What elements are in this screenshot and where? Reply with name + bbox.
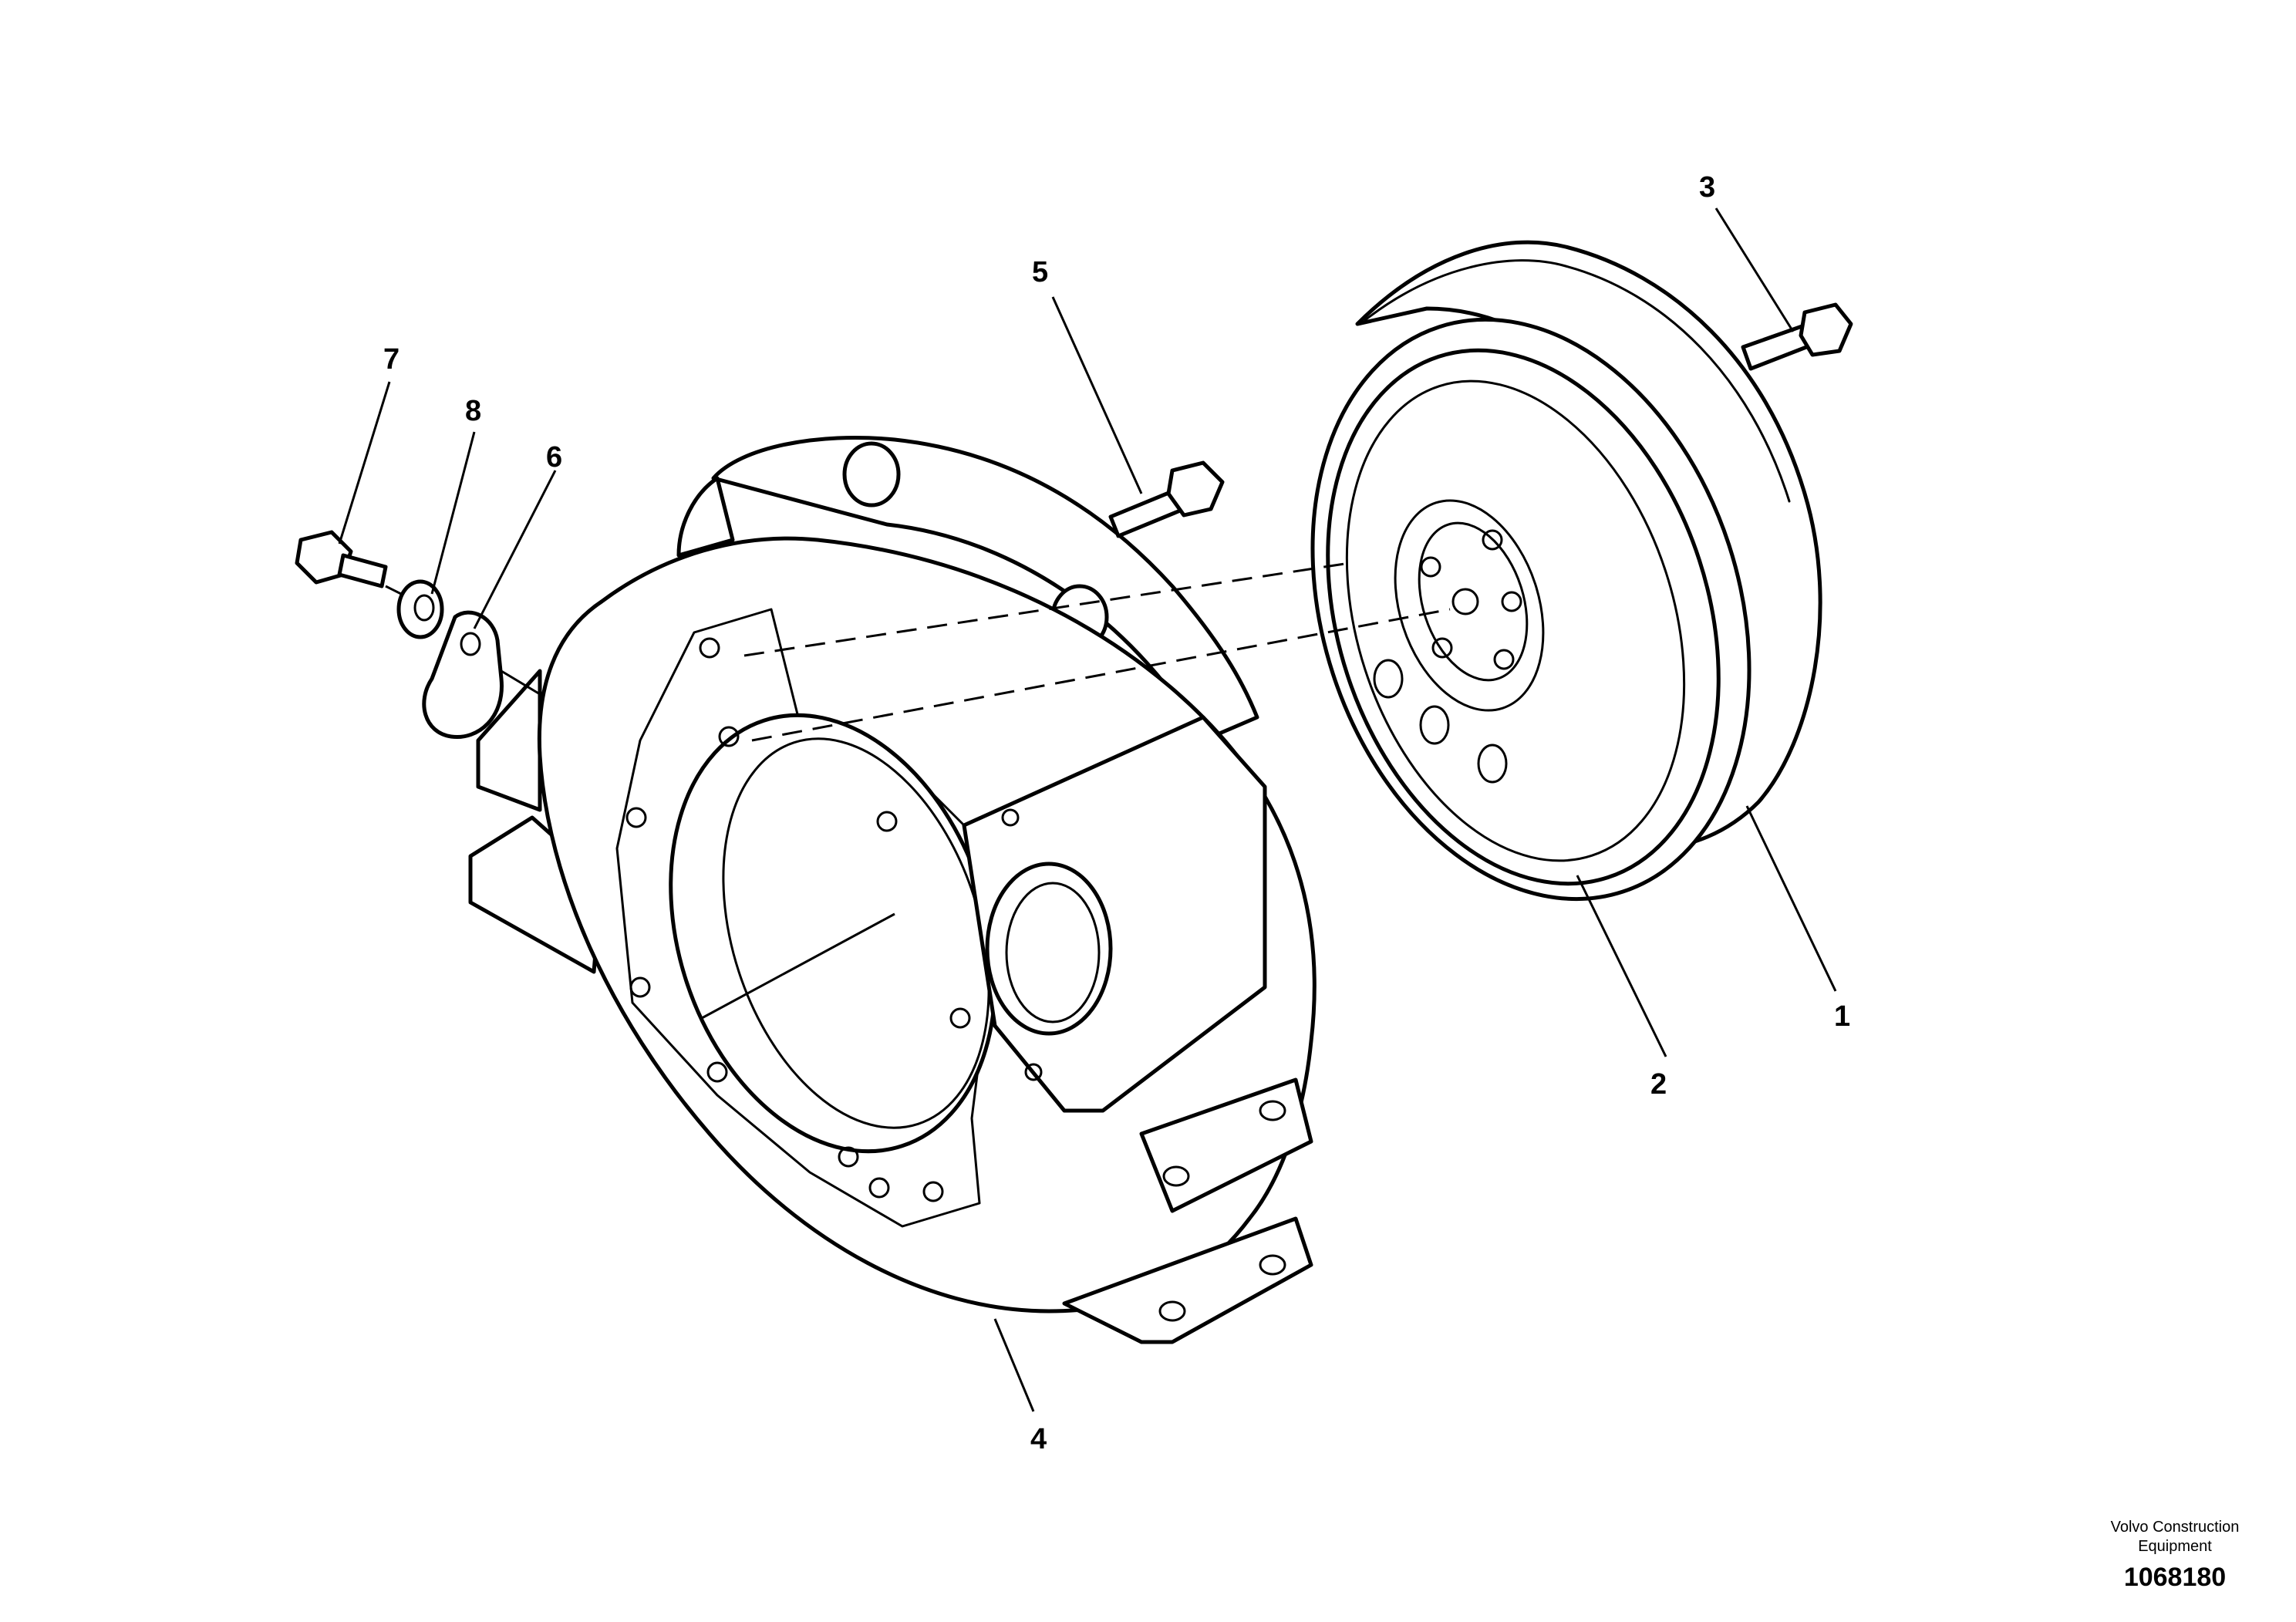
leader-2 (1576, 875, 1667, 1057)
washer-8 (396, 579, 444, 639)
leader-3 (1714, 207, 1795, 332)
axis-line-plate (501, 669, 541, 696)
callout-7: 7 (383, 343, 400, 376)
ring-gear (1310, 317, 1752, 902)
company-name-line1: Volvo Construction (2110, 1519, 2240, 1536)
bolt-5 (1108, 460, 1225, 538)
brand-block: Volvo Construction Equipment 1068180 (2082, 1518, 2267, 1593)
callout-1: 1 (1834, 1000, 1850, 1033)
plate-6 (422, 610, 504, 740)
axis-line-center (701, 912, 895, 1020)
leader-6 (473, 470, 557, 629)
leader-5 (1051, 296, 1143, 494)
axis-line-middle (751, 608, 1451, 742)
bolt-7 (295, 530, 388, 588)
leader-8 (430, 431, 476, 595)
callout-3: 3 (1699, 171, 1715, 204)
bolt-3 (1741, 302, 1853, 371)
callout-4: 4 (1030, 1423, 1047, 1455)
leader-4 (993, 1318, 1035, 1412)
callout-2: 2 (1650, 1068, 1667, 1101)
callout-6: 6 (546, 441, 562, 474)
axis-line-bolt-7 (385, 585, 402, 595)
drawing-number: 1068180 (2123, 1563, 2227, 1592)
flywheel-housing (468, 435, 1317, 1344)
axis-line-top (743, 561, 1350, 657)
leader-7 (338, 381, 391, 545)
callout-5: 5 (1032, 256, 1048, 288)
leader-1 (1745, 805, 1837, 992)
company-name-line2: Equipment (2138, 1538, 2212, 1555)
callout-8: 8 (465, 395, 481, 427)
